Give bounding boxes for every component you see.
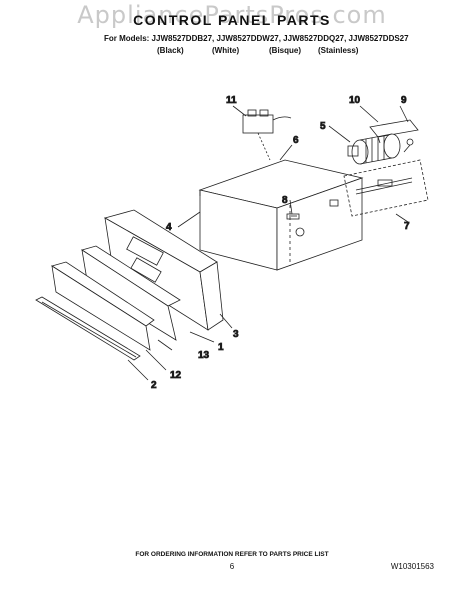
finish-bisque: (Bisque)	[269, 46, 301, 55]
glass-panel	[51, 261, 155, 351]
models-line: For Models: JJW8527DDB27, JJW8527DDW27, …	[104, 34, 409, 43]
leader-lines	[127, 105, 409, 381]
callout-6: 6	[293, 135, 299, 146]
box-tab	[329, 199, 339, 207]
callout-1: 1	[218, 342, 224, 353]
page-number: 6	[229, 562, 235, 571]
watermark: AppliancePartsPros.com	[77, 1, 387, 29]
callout-5: 5	[320, 121, 326, 132]
callout-3: 3	[233, 329, 239, 340]
callout-7: 7	[404, 221, 410, 232]
trim-strip	[35, 296, 141, 361]
heater-assembly	[343, 159, 429, 217]
callout-9: 9	[401, 95, 407, 106]
callout-8: 8	[282, 195, 288, 206]
finish-black: (Black)	[157, 46, 184, 55]
exploded-parts-diagram: 11 6 8 9 10 5 7 4 3 1 13 12 2	[35, 95, 429, 391]
callout-13: 13	[198, 350, 210, 361]
screw-part	[403, 138, 414, 153]
callout-4: 4	[166, 222, 172, 233]
page-title: CONTROL PANEL PARTS	[133, 12, 331, 28]
overlay-frame	[81, 245, 181, 341]
clip-part	[286, 213, 300, 220]
callout-12: 12	[170, 370, 182, 381]
cooling-fan	[347, 133, 401, 165]
finish-stainless: (Stainless)	[318, 46, 359, 55]
callout-2: 2	[151, 380, 157, 391]
callout-11: 11	[226, 95, 237, 106]
callout-10: 10	[349, 95, 361, 106]
ordering-note: FOR ORDERING INFORMATION REFER TO PARTS …	[135, 551, 329, 558]
finish-white: (White)	[212, 46, 240, 55]
box-hole	[295, 227, 305, 237]
document-number: W10301563	[390, 562, 434, 571]
control-panel-housing	[103, 209, 224, 331]
connector-block	[242, 109, 292, 161]
control-box	[198, 159, 364, 271]
